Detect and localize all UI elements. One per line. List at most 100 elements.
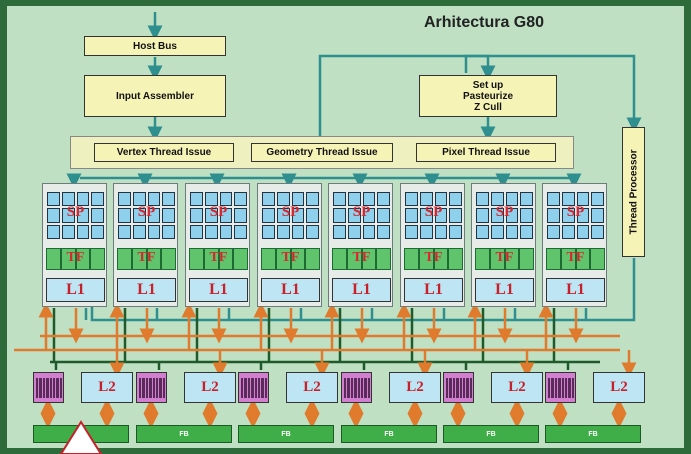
sp-cell <box>76 208 90 223</box>
tf-cell <box>505 249 519 269</box>
memory-bank <box>59 378 62 398</box>
sp-label: SP <box>66 204 85 220</box>
sp-array <box>190 192 247 239</box>
memory-bank <box>568 378 571 398</box>
sp-cell <box>476 208 489 223</box>
l2-cache: L2 <box>81 372 133 403</box>
tf-cell <box>162 249 175 269</box>
tf-array <box>189 248 248 270</box>
memory-bank <box>52 378 56 398</box>
memory-bank <box>139 378 142 398</box>
memory-chip <box>238 372 269 403</box>
sp-cell <box>434 208 448 223</box>
memory-bank <box>347 378 350 398</box>
sp-cell <box>377 192 390 207</box>
sp-cell <box>419 208 433 223</box>
sp-label: SP <box>352 204 371 220</box>
l2-cache: L2 <box>491 372 543 403</box>
memory-bank <box>469 378 472 398</box>
memory-bank <box>155 378 159 398</box>
sp-cell <box>234 208 247 223</box>
sp-cell <box>162 208 175 223</box>
tf-cell <box>190 249 203 269</box>
sp-cell <box>118 224 131 239</box>
setup-block: Set up Pasteurize Z Cull <box>419 75 557 117</box>
sp-label: SP <box>281 204 300 220</box>
sp-cell <box>219 224 233 239</box>
sp-cell <box>405 224 418 239</box>
memory-bank <box>49 378 52 398</box>
sp-cell <box>61 208 75 223</box>
memory-chip <box>136 372 167 403</box>
sp-cell <box>591 208 604 223</box>
tf-cell <box>147 249 161 269</box>
sp-cell <box>190 224 203 239</box>
sp-label: SP <box>495 204 514 220</box>
sp-cell <box>91 208 104 223</box>
frame-buffer: FB <box>238 425 334 443</box>
sp-cell <box>520 208 533 223</box>
tf-array <box>261 248 320 270</box>
memory-bank <box>459 378 462 398</box>
tf-cell <box>234 249 247 269</box>
sp-cell <box>204 208 218 223</box>
memory-bank <box>247 378 251 398</box>
tf-cell <box>76 249 90 269</box>
sp-cell <box>118 192 131 207</box>
sp-cell <box>61 192 75 207</box>
sp-cell <box>219 208 233 223</box>
memory-bank <box>548 378 551 398</box>
tf-cell <box>362 249 376 269</box>
memory-bank <box>149 378 152 398</box>
sp-cell <box>449 224 462 239</box>
tf-array <box>546 248 605 270</box>
memory-bank <box>571 378 574 398</box>
memory-bank <box>264 378 267 398</box>
sp-cell <box>561 192 575 207</box>
sp-cell <box>190 192 203 207</box>
tf-cell <box>434 249 448 269</box>
tf-cell <box>547 249 560 269</box>
sp-label: SP <box>137 204 156 220</box>
host-bus-block: Host Bus <box>84 36 226 56</box>
wire-setup-to-tp <box>464 54 642 133</box>
sp-cell <box>490 192 504 207</box>
l1-cache: L1 <box>189 278 248 302</box>
frame-buffer: FB <box>443 425 539 443</box>
sp-cell <box>377 208 390 223</box>
sp-cell <box>132 192 146 207</box>
tf-cell <box>61 249 75 269</box>
tf-cell <box>449 249 462 269</box>
tf-label: TF <box>137 250 156 265</box>
thread-processor-label: Thread Processor <box>628 149 639 235</box>
memory-bank <box>367 378 370 398</box>
sp-cell <box>61 224 75 239</box>
sp-cell <box>476 192 489 207</box>
tf-cell <box>490 249 504 269</box>
sp-cell <box>576 208 590 223</box>
tf-label: TF <box>495 250 514 265</box>
sp-cell <box>204 224 218 239</box>
memory-bank <box>462 378 466 398</box>
memory-bank <box>344 378 347 398</box>
memory-bank <box>261 378 264 398</box>
memory-bank <box>241 378 244 398</box>
sp-cell <box>291 224 305 239</box>
tf-label: TF <box>209 250 228 265</box>
tf-cell <box>347 249 361 269</box>
sp-cell <box>291 192 305 207</box>
tf-label: TF <box>424 250 443 265</box>
sp-cell <box>276 224 290 239</box>
tf-cell <box>204 249 218 269</box>
memory-bank <box>159 378 162 398</box>
sp-cell <box>76 192 90 207</box>
sp-cell <box>162 224 175 239</box>
sp-array <box>476 192 533 239</box>
sp-cell <box>561 208 575 223</box>
